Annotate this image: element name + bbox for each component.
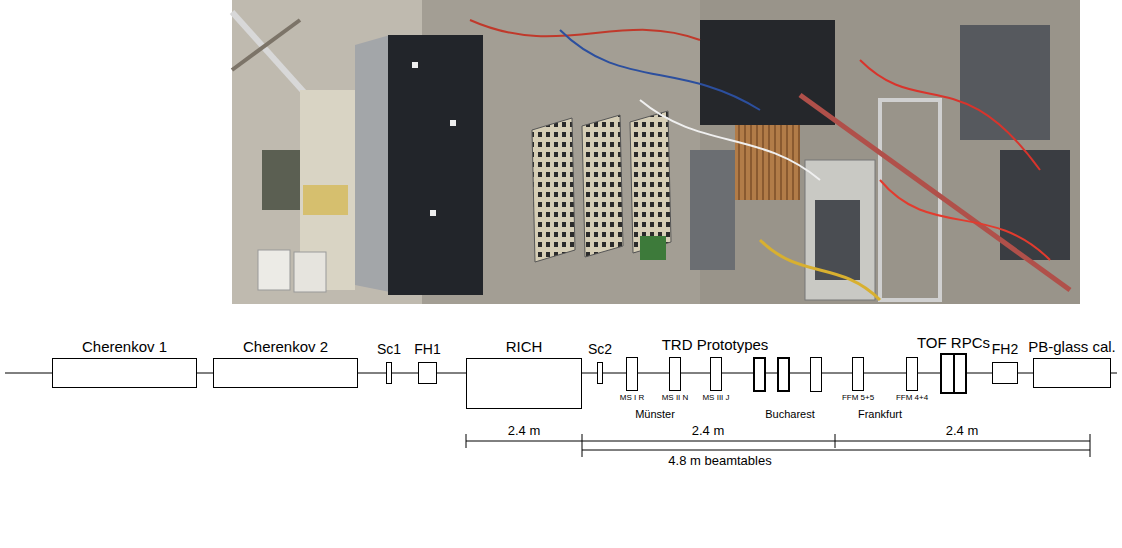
cabinet bbox=[960, 25, 1050, 140]
silver-frame bbox=[805, 160, 875, 300]
dark-box bbox=[700, 20, 835, 125]
fiber-hodoscope: FH2 bbox=[992, 362, 1018, 384]
detector-box: Cherenkov 2 bbox=[213, 358, 358, 388]
component-label: TOF RPCs bbox=[917, 335, 990, 352]
scintillator: Sc2 bbox=[597, 362, 603, 384]
trd-detector bbox=[778, 358, 789, 391]
grey-box bbox=[690, 150, 735, 270]
trd-detector: MS II N bbox=[669, 357, 681, 391]
group-label: TRD Prototypes bbox=[660, 337, 771, 354]
wall-shadow bbox=[700, 0, 1080, 304]
beamline-segment bbox=[392, 373, 418, 374]
equipment bbox=[1000, 150, 1070, 260]
dimension-bracket bbox=[466, 434, 1090, 457]
beamline bbox=[1111, 373, 1117, 374]
component-label: Sc1 bbox=[377, 342, 401, 357]
dimension-label: 2.4 m bbox=[506, 424, 543, 438]
dimension-tick bbox=[582, 434, 583, 457]
detector-name: FFM 5+5 bbox=[842, 394, 874, 403]
trd-module bbox=[532, 118, 575, 262]
detector-box: Cherenkov 1 bbox=[52, 358, 197, 388]
cable bbox=[640, 100, 820, 180]
scintillator: Sc1 bbox=[386, 362, 392, 384]
trd-detector: FFM 4+4 bbox=[906, 357, 918, 391]
trd-detector bbox=[754, 358, 765, 391]
yellow-panel bbox=[303, 185, 348, 215]
trd-detector bbox=[811, 358, 822, 392]
beamline-segment bbox=[967, 373, 992, 374]
beamline-segment bbox=[864, 373, 906, 374]
beamline-segment bbox=[603, 373, 626, 374]
cable bbox=[760, 240, 880, 300]
dimension-tick bbox=[835, 434, 836, 448]
beamline-segment bbox=[638, 373, 669, 374]
dimension-tick bbox=[1090, 434, 1091, 457]
detector-name: MS I R bbox=[620, 394, 644, 403]
dimension-tick bbox=[466, 434, 467, 448]
module bbox=[815, 200, 860, 280]
trd-detector: MS I R bbox=[626, 357, 638, 391]
dimension-line bbox=[466, 441, 1090, 442]
photo-background bbox=[232, 0, 1080, 304]
dimension-label: 2.4 m bbox=[690, 424, 727, 438]
white-box bbox=[294, 252, 326, 292]
component-label: RICH bbox=[506, 339, 543, 356]
marker bbox=[450, 120, 456, 126]
rich-side bbox=[355, 35, 390, 292]
beamline-segment bbox=[582, 373, 597, 374]
frame bbox=[880, 100, 940, 300]
component-label: PB-glass cal. bbox=[1028, 339, 1116, 356]
detector-name: MS III J bbox=[702, 394, 729, 403]
calorimeter-box: PB-glass cal. bbox=[1033, 358, 1111, 388]
component-label: FH2 bbox=[992, 342, 1018, 357]
component-label: Sc2 bbox=[588, 342, 612, 357]
cable bbox=[880, 180, 1050, 260]
beamline-segment bbox=[681, 373, 710, 374]
institute-label: Frankfurt bbox=[856, 408, 904, 420]
cable bbox=[470, 20, 700, 40]
dimension-line bbox=[582, 450, 1090, 451]
copper-module bbox=[735, 125, 800, 200]
dimension-label: 2.4 m bbox=[944, 424, 981, 438]
trd-detector: FFM 5+5 bbox=[852, 357, 864, 391]
trd-module bbox=[582, 115, 623, 257]
beamline-segment bbox=[358, 373, 386, 374]
component-label: Cherenkov 2 bbox=[243, 339, 328, 356]
marker bbox=[430, 210, 436, 216]
beamline-segment bbox=[437, 373, 466, 374]
rich-box: RICH bbox=[466, 358, 582, 409]
institute-label: Münster bbox=[633, 408, 677, 420]
beamline-segment bbox=[918, 373, 940, 374]
beamline-segment bbox=[1018, 373, 1033, 374]
cable bbox=[860, 60, 1040, 170]
component-label: FH1 bbox=[414, 342, 440, 357]
white-box bbox=[258, 250, 290, 290]
marker bbox=[412, 62, 418, 68]
circuit-board bbox=[640, 236, 666, 260]
institute-label: Bucharest bbox=[763, 408, 817, 420]
beamline-segment bbox=[197, 373, 213, 374]
rich-front bbox=[388, 35, 483, 295]
beamline bbox=[5, 373, 52, 374]
equipment bbox=[262, 150, 302, 210]
support-rod bbox=[800, 95, 1070, 290]
component-label: Cherenkov 1 bbox=[82, 339, 167, 356]
detector-name: MS II N bbox=[662, 394, 689, 403]
fiber-hodoscope: FH1 bbox=[418, 362, 437, 384]
trd-module bbox=[630, 111, 671, 253]
cable bbox=[560, 30, 760, 110]
scaffold-bar bbox=[232, 20, 300, 70]
detector-name: FFM 4+4 bbox=[896, 394, 928, 403]
rpc-divider bbox=[953, 355, 955, 392]
dimension-label: 4.8 m beamtables bbox=[666, 454, 773, 468]
trd-detector: MS III J bbox=[710, 357, 722, 391]
rpc-box: TOF RPCs bbox=[940, 353, 967, 394]
